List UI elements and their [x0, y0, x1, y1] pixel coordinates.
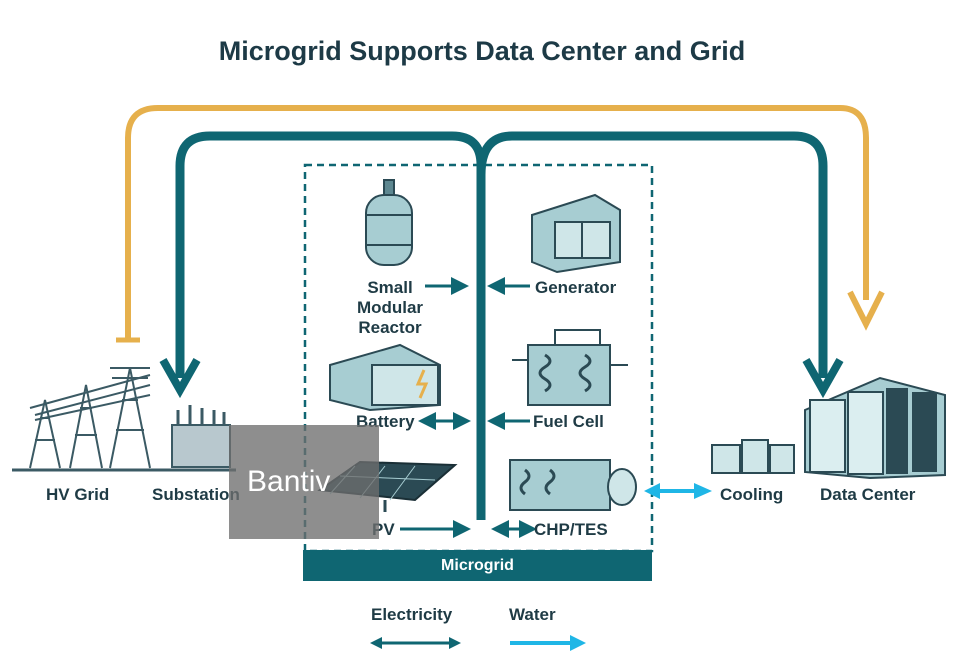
legend-water-label: Water — [509, 605, 556, 624]
microgrid-label: Microgrid — [303, 550, 652, 581]
substation-label: Substation — [152, 485, 240, 504]
legend-electricity-label: Electricity — [371, 605, 453, 624]
cooling-label: Cooling — [720, 485, 784, 504]
hv-grid-label: HV Grid — [46, 485, 110, 504]
smr-label-line-3: Reactor — [358, 318, 422, 337]
chp-tes-label: CHP/TES — [534, 520, 608, 539]
reactor-icon — [365, 179, 413, 266]
water-arrow — [644, 483, 712, 499]
grid-feed-arrow — [116, 105, 885, 343]
watermark: Bantiv — [229, 425, 379, 539]
chp-tes-icon — [509, 459, 637, 511]
legend-electricity-arrow — [370, 637, 461, 649]
fuel-cell-label: Fuel Cell — [533, 412, 604, 431]
smr-label-line-1: Small — [367, 278, 413, 297]
diagram-title: Microgrid Supports Data Center and Grid — [218, 36, 746, 66]
substation-icon — [168, 405, 236, 472]
battery-icon — [329, 343, 441, 412]
cooling-icon — [711, 439, 795, 474]
data-center-icon — [804, 376, 946, 480]
legend-water-arrow — [510, 635, 586, 651]
generator-label: Generator — [535, 278, 617, 297]
watermark-text: Bantiv — [247, 465, 331, 498]
data-center-label: Data Center — [820, 485, 916, 504]
hv-grid-towers-icon — [12, 367, 170, 472]
smr-label-line-2: Modular — [356, 298, 424, 317]
smr-label: Small Modular Reactor — [340, 278, 440, 338]
generator-icon — [531, 193, 621, 274]
fuel-cell-icon — [512, 329, 628, 406]
electricity-bus — [159, 131, 844, 520]
internal-arrows — [400, 277, 537, 538]
